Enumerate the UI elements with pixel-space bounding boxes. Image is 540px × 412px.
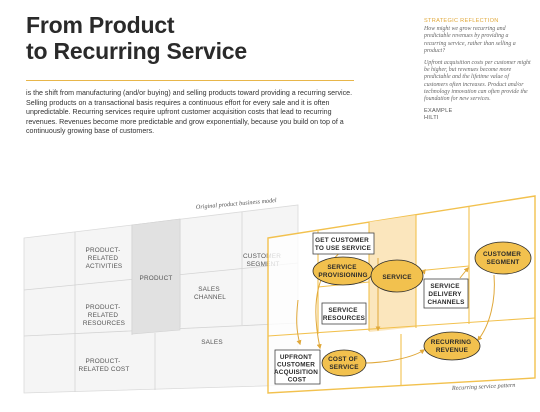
recurring-service-pattern: GET CUSTOMER TO USE SERVICE SERVICE PROV… xyxy=(267,195,536,394)
get-customer-box xyxy=(312,232,375,255)
product-value-label: PRODUCT xyxy=(140,275,173,282)
service-provisioning-label: SERVICE PROVISIONING xyxy=(318,264,367,279)
service-delivery-box xyxy=(423,278,469,309)
sidebar-example-name: HILTI xyxy=(424,115,439,122)
product-cost-label: PRODUCT- RELATED COST xyxy=(79,358,130,373)
service-provisioning-bubble xyxy=(312,256,374,286)
customer-segment-bubble xyxy=(474,241,532,275)
sidebar-note: Upfront acquisition costs per customer m… xyxy=(424,60,531,103)
service-resources-box xyxy=(321,302,367,325)
upfront-cost-box xyxy=(274,349,321,385)
sidebar-heading: STRATEGIC REFLECTION xyxy=(424,18,499,24)
sales-channel-label: SALES CHANNEL xyxy=(194,286,226,301)
page-title: From Product to Recurring Service xyxy=(26,12,247,64)
cost-of-service-label: COST OF SERVICE xyxy=(328,356,360,371)
customer-segment-label: CUSTOMER SEGMENT xyxy=(483,251,523,266)
title-line-2: to Recurring Service xyxy=(26,38,247,64)
strategic-reflection-sidebar: STRATEGIC REFLECTION How might we grow r… xyxy=(424,18,532,123)
recurring-revenue-label: RECURRING REVENUE xyxy=(431,339,473,354)
intro-paragraph: is the shift from manufacturing (and/or … xyxy=(26,89,353,136)
sidebar-question: How might we grow recurring and predicta… xyxy=(424,26,516,54)
product-segment-label: CUSTOMER SEGMENT xyxy=(243,253,283,268)
sales-revenue-label: SALES xyxy=(201,339,223,346)
cost-of-service-bubble xyxy=(321,349,367,377)
service-resources-label: SERVICE RESOURCES xyxy=(323,307,366,322)
service-label: SERVICE xyxy=(382,274,412,281)
recurring-revenue-bubble xyxy=(423,331,481,361)
get-customer-label: GET CUSTOMER TO USE SERVICE xyxy=(315,237,372,252)
service-bubble xyxy=(370,259,424,293)
sidebar-example-label: EXAMPLE xyxy=(424,108,453,115)
title-divider xyxy=(26,80,354,81)
product-resources-label: PRODUCT- RELATED RESOURCES xyxy=(83,304,125,327)
upfront-cost-label: UPFRONT CUSTOMER ACQUISITION COST xyxy=(274,354,320,384)
product-activities-label: PRODUCT- RELATED ACTIVITIES xyxy=(86,247,123,270)
title-line-1: From Product xyxy=(26,12,175,38)
service-delivery-label: SERVICE DELIVERY CHANNELS xyxy=(427,283,465,306)
original-product-model: Original product business model PRODUCT-… xyxy=(23,197,299,394)
recurring-pattern-caption: Recurring service pattern xyxy=(451,382,516,392)
